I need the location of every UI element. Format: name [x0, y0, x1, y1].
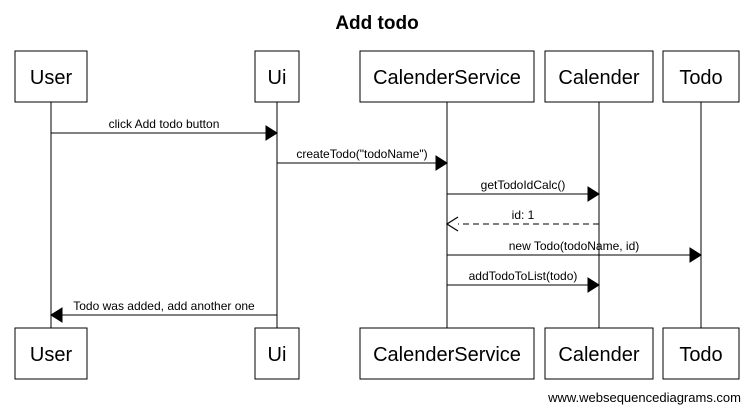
- participant-calenderservice-top: CalenderService: [359, 50, 535, 103]
- participant-label: Todo: [679, 344, 722, 366]
- message-3: getTodoIdCalc(): [447, 178, 600, 202]
- message-5: new Todo(todoName, id): [447, 239, 702, 263]
- participant-box: [544, 327, 654, 380]
- message-label: createTodo("todoName"): [296, 147, 427, 161]
- participant-box: [544, 50, 654, 103]
- arrow-head: [445, 216, 459, 232]
- participant-calenderservice-bottom: CalenderService: [359, 327, 535, 380]
- participant-box: [359, 50, 535, 103]
- participant-box: [359, 327, 535, 380]
- participant-box: [14, 50, 88, 103]
- participant-user-bottom: User: [14, 327, 88, 380]
- message-2: createTodo("todoName"): [277, 147, 448, 171]
- message-label: id: 1: [512, 208, 535, 222]
- participant-label: User: [30, 67, 73, 89]
- message-label: addTodoToList(todo): [469, 269, 578, 283]
- message-4: id: 1: [445, 208, 599, 232]
- message-label: click Add todo button: [109, 117, 220, 131]
- participant-box: [254, 327, 300, 380]
- participant-calender-bottom: Calender: [544, 327, 654, 380]
- message-7: Todo was added, add another one: [50, 299, 277, 323]
- participant-label: Ui: [268, 67, 287, 89]
- message-label: getTodoIdCalc(): [481, 178, 566, 192]
- arrow-head: [587, 186, 600, 202]
- participant-box: [662, 50, 740, 103]
- participant-label: Todo: [679, 67, 722, 89]
- participant-ui-bottom: Ui: [254, 327, 300, 380]
- participant-label: User: [30, 344, 73, 366]
- participant-calender-top: Calender: [544, 50, 654, 103]
- diagram-title: Add todo: [335, 13, 418, 34]
- participant-label: CalenderService: [373, 67, 521, 89]
- participant-todo-bottom: Todo: [662, 327, 740, 380]
- message-label: Todo was added, add another one: [73, 299, 255, 313]
- participant-todo-top: Todo: [662, 50, 740, 103]
- participant-user-top: User: [14, 50, 88, 103]
- credit-text: www.websequencediagrams.com: [547, 390, 741, 405]
- participant-label: Calender: [558, 67, 640, 89]
- arrow-head: [587, 277, 600, 293]
- message-label: new Todo(todoName, id): [509, 239, 640, 253]
- arrow-head: [265, 125, 278, 141]
- arrow-head: [435, 155, 448, 171]
- participant-box: [662, 327, 740, 380]
- message-1: click Add todo button: [51, 117, 278, 141]
- participant-ui-top: Ui: [254, 50, 300, 103]
- arrow-head: [50, 307, 63, 323]
- participant-box: [254, 50, 300, 103]
- participant-label: CalenderService: [373, 344, 521, 366]
- arrow-head: [689, 247, 702, 263]
- message-6: addTodoToList(todo): [447, 269, 600, 293]
- participant-label: Ui: [268, 344, 287, 366]
- participant-box: [14, 327, 88, 380]
- participant-label: Calender: [558, 344, 640, 366]
